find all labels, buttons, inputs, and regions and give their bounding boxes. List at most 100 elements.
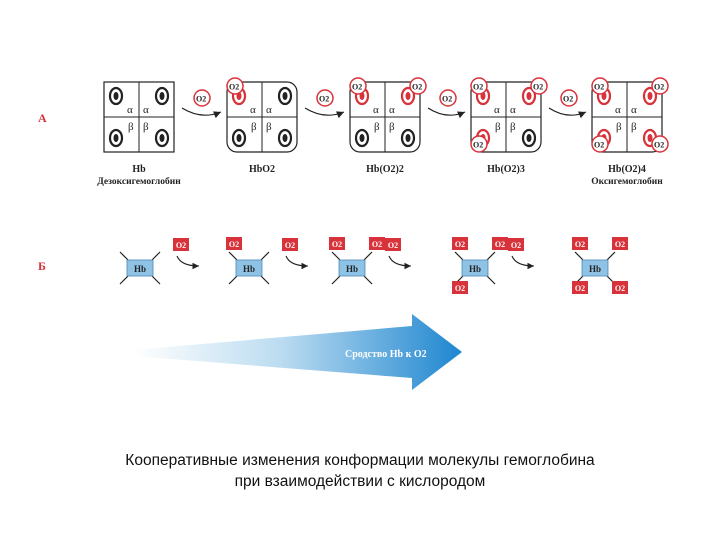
heme-core bbox=[113, 134, 119, 142]
heme-group bbox=[231, 128, 247, 148]
heme-group: O2 bbox=[349, 77, 370, 106]
stage-name: Hb bbox=[132, 164, 146, 175]
hb-box bbox=[338, 259, 366, 277]
incoming-o2-box-label: O2 bbox=[285, 241, 295, 250]
bound-o2-circle bbox=[591, 135, 609, 153]
affinity-arrow-label: Сродство Hb к O2 bbox=[345, 349, 427, 360]
incoming-o2-box bbox=[385, 238, 401, 251]
o2-box bbox=[572, 237, 588, 250]
binding-arrow bbox=[427, 107, 466, 119]
heme-group: O2 bbox=[591, 77, 612, 106]
bound-o2-circle bbox=[226, 77, 244, 95]
o2-box-label: O2 bbox=[455, 284, 465, 293]
affinity-arrow: Сродство Hb к O2 bbox=[132, 314, 462, 390]
hb-leg bbox=[486, 251, 496, 261]
hb-box bbox=[461, 259, 489, 277]
stage-name: Hb(O2)3 bbox=[487, 164, 525, 175]
stage-name: HbO2 bbox=[249, 164, 275, 175]
binding-arrow bbox=[285, 255, 309, 270]
stage-subtitle: Оксигемоглобин bbox=[591, 176, 663, 187]
stage-name: Hb(O2)2 bbox=[366, 164, 404, 175]
alpha-label: α bbox=[127, 104, 133, 116]
alpha-label: α bbox=[615, 104, 621, 116]
heme-group: O2 bbox=[642, 77, 669, 106]
incoming-o2-label: O2 bbox=[196, 95, 206, 104]
incoming-o2-circle bbox=[316, 89, 334, 107]
binding-arrow bbox=[388, 255, 412, 270]
beta-label: β bbox=[510, 121, 516, 133]
beta-label: β bbox=[495, 121, 501, 133]
alpha-label: α bbox=[266, 104, 272, 116]
o2-box bbox=[492, 237, 508, 250]
o2-box-label: O2 bbox=[575, 240, 585, 249]
hb-box bbox=[126, 259, 154, 277]
o2-box-label: O2 bbox=[229, 240, 239, 249]
beta-label: β bbox=[128, 121, 134, 133]
incoming-o2-box-label: O2 bbox=[388, 241, 398, 250]
heme-group: O2 bbox=[470, 128, 491, 153]
o2-box-label: O2 bbox=[615, 240, 625, 249]
heme-group bbox=[354, 128, 370, 148]
heme-core bbox=[647, 92, 653, 100]
beta-label: β bbox=[143, 121, 149, 133]
affinity-arrow-shape bbox=[132, 314, 462, 390]
alpha-label: α bbox=[510, 104, 516, 116]
beta-label: β bbox=[631, 121, 637, 133]
figure-caption: Кооперативные изменения конформации моле… bbox=[0, 450, 720, 492]
hb-box-label: Hb bbox=[346, 264, 358, 274]
o2-box-label: O2 bbox=[575, 284, 585, 293]
alpha-label: α bbox=[389, 104, 395, 116]
hb-leg bbox=[363, 251, 373, 261]
bound-o2-circle bbox=[470, 135, 488, 153]
bound-o2-label: O2 bbox=[533, 83, 543, 92]
heme-core bbox=[405, 92, 411, 100]
heme-core bbox=[282, 134, 288, 142]
heme-core bbox=[647, 134, 653, 142]
bound-o2-circle bbox=[651, 135, 669, 153]
heme-group: O2 bbox=[400, 77, 427, 106]
hb-leg bbox=[260, 275, 270, 285]
hb-leg bbox=[119, 251, 129, 261]
heme-core bbox=[113, 92, 119, 100]
hb-leg bbox=[454, 251, 464, 261]
alpha-label: α bbox=[143, 104, 149, 116]
heme-group: O2 bbox=[470, 77, 491, 106]
incoming-o2-circle bbox=[560, 89, 578, 107]
o2-box bbox=[452, 237, 468, 250]
hb-leg bbox=[151, 251, 161, 261]
bound-o2-label: O2 bbox=[594, 83, 604, 92]
incoming-o2-label: O2 bbox=[319, 95, 329, 104]
heme-core bbox=[159, 134, 165, 142]
heme-core bbox=[236, 134, 242, 142]
bound-o2-label: O2 bbox=[654, 141, 664, 150]
stage-name: Hb(O2)4 bbox=[608, 164, 646, 175]
hb-leg bbox=[151, 275, 161, 285]
heme-group bbox=[154, 86, 170, 106]
o2-box-label: O2 bbox=[455, 240, 465, 249]
hb-leg bbox=[228, 251, 238, 261]
hb-box-label: Hb bbox=[589, 264, 601, 274]
hb-box-label: Hb bbox=[469, 264, 481, 274]
alpha-label: α bbox=[250, 104, 256, 116]
beta-label: β bbox=[374, 121, 380, 133]
bound-o2-circle bbox=[591, 77, 609, 95]
hb-box bbox=[235, 259, 263, 277]
heme-core bbox=[159, 92, 165, 100]
bound-o2-circle bbox=[349, 77, 367, 95]
beta-label: β bbox=[389, 121, 395, 133]
o2-box bbox=[329, 237, 345, 250]
heme-core bbox=[405, 134, 411, 142]
heme-group bbox=[108, 128, 124, 148]
hb-unit: HbO2 bbox=[119, 238, 200, 285]
heme-group: O2 bbox=[226, 77, 247, 106]
binding-arrow bbox=[176, 255, 200, 270]
alpha-label: α bbox=[631, 104, 637, 116]
bound-o2-circle bbox=[409, 77, 427, 95]
o2-box bbox=[369, 237, 385, 250]
incoming-o2-box-label: O2 bbox=[511, 241, 521, 250]
bound-o2-circle bbox=[470, 77, 488, 95]
